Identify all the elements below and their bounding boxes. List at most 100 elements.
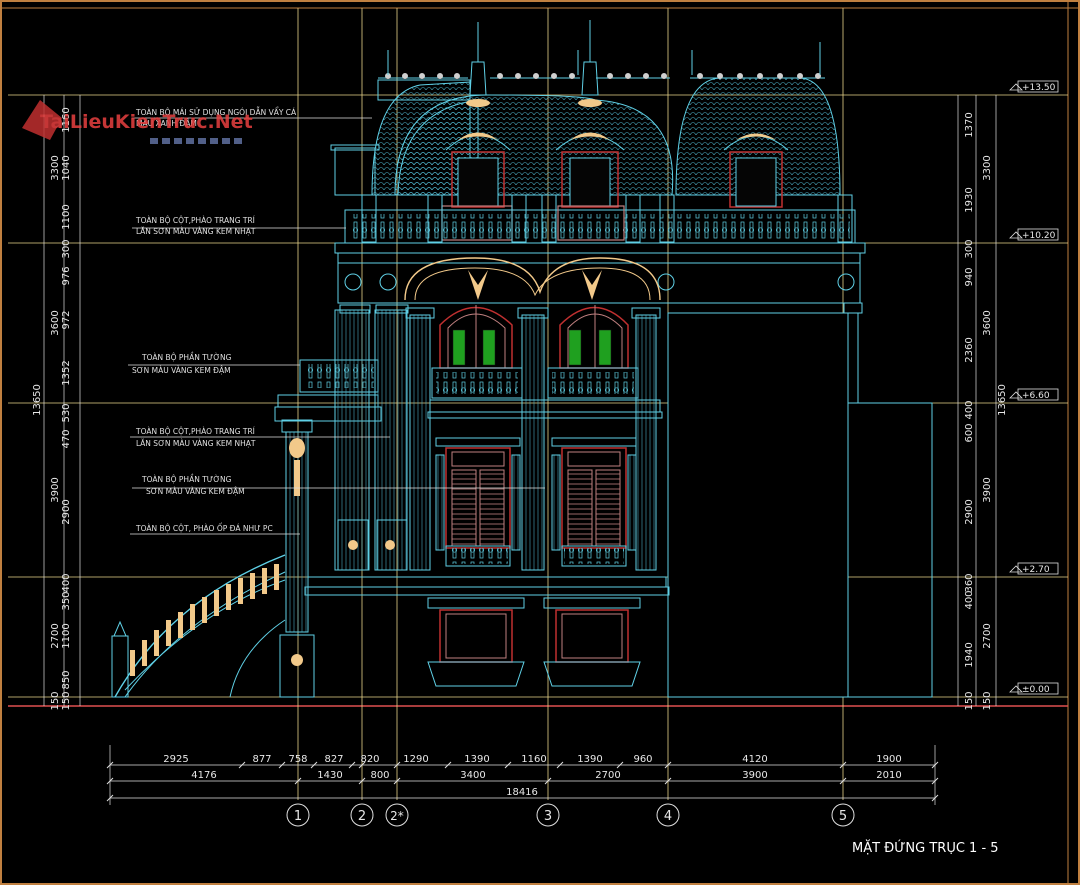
dim-bottom-2-0: 4176 <box>191 770 216 781</box>
axis-label-3: 3 <box>544 809 552 824</box>
dim-right-inner-9: 300 <box>964 239 975 258</box>
dim-left-mid-4: 3300 <box>50 155 61 180</box>
dim-bottom-1-6: 1390 <box>464 754 489 765</box>
dim-bottom-1-9: 960 <box>633 754 652 765</box>
left-dims-mid: 150 2700 3900 3600 3300 <box>50 155 61 710</box>
grid-axis-bubbles: 1 2 2* 3 4 5 <box>286 803 855 827</box>
dim-right-inner-8: 940 <box>964 267 975 286</box>
dim-right-inner-2: 400 <box>964 590 975 609</box>
dimension-tick <box>544 777 552 785</box>
dim-right-inner-4: 2900 <box>964 499 975 524</box>
bottom-dims-row2: 4176 1430 800 3400 2700 3900 2010 <box>191 770 901 781</box>
annotation-wall-3: TOÀN BỘ PHẦN TƯỜNG <box>141 474 232 484</box>
dim-left-inner-7: 530 <box>61 403 72 422</box>
dimension-tick <box>839 777 847 785</box>
dim-right-inner-5: 600 <box>964 423 975 442</box>
dim-bottom-1-1: 877 <box>252 754 271 765</box>
dim-bottom-2-1: 1430 <box>317 770 342 781</box>
axis-label-2: 2 <box>358 809 366 824</box>
dimension-tick <box>393 777 401 785</box>
dimension-tick <box>664 777 672 785</box>
dimension-ticks <box>106 761 939 802</box>
columns <box>405 307 661 571</box>
annotation-roof-1: TOÀN BỘ MÁI SỬ DỤNG NGÓI DẪN VẨY CÁ <box>135 107 297 117</box>
dim-left-inner-0: 150 <box>61 691 72 710</box>
dimension-tick <box>278 761 286 769</box>
dimension-tick <box>839 761 847 769</box>
annotation-column-1: TOÀN BỘ CỘT,PHÀO TRANG TRÍ <box>135 216 255 225</box>
dim-right-mid-3: 3600 <box>982 310 993 335</box>
axis-label-1: 1 <box>294 809 302 824</box>
upper-arched-windows <box>439 305 629 369</box>
dimension-tick <box>616 761 624 769</box>
dim-right-inner-6: 400 <box>964 400 975 419</box>
dim-left-mid-0: 150 <box>50 691 61 710</box>
level-660: +6.60 <box>1022 391 1050 401</box>
dim-left-inner-11: 300 <box>61 239 72 258</box>
dimension-tick <box>348 761 356 769</box>
dimension-tick <box>294 777 302 785</box>
dimension-lines <box>43 95 997 805</box>
dim-bottom-1-7: 1160 <box>521 754 546 765</box>
dormer-windows <box>445 132 789 208</box>
level-000: ±0.00 <box>1022 685 1050 695</box>
dim-left-inner-4: 400 <box>61 573 72 592</box>
dim-bottom-1-2: 758 <box>288 754 307 765</box>
dim-bottom-2-3: 3400 <box>460 770 485 781</box>
watermark-text: TaiLieuKienTruc.Net <box>40 111 253 133</box>
dimension-tick <box>106 761 114 769</box>
level-markers: +13.50 +10.20 +6.60 +2.70 ±0.00 <box>1009 80 1059 695</box>
dimension-tick <box>931 794 939 802</box>
dim-bottom-1-5: 1290 <box>403 754 428 765</box>
dim-right-mid-4: 3300 <box>982 155 993 180</box>
annotation-wall-1: TOÀN BỘ PHẦN TƯỜNG <box>141 352 232 362</box>
dim-right-inner-10: 1930 <box>964 187 975 212</box>
dim-bottom-2-4: 2700 <box>595 770 620 781</box>
left-dims-inner: 150 850 1100 350 400 2900 470 530 1352 9… <box>61 107 72 710</box>
dim-right-inner-1: 1940 <box>964 642 975 667</box>
building-elevation <box>111 20 933 698</box>
watermark-logo: TaiLieuKienTruc.Net <box>22 100 253 144</box>
annotation-wall-4: SƠN MÀU VÀNG KEM ĐẬM <box>146 487 245 496</box>
annotation-column-2: LĂN SƠN MÀU VÀNG KEM NHẠT <box>136 227 256 236</box>
dimension-tick <box>664 761 672 769</box>
dim-bottom-1-8: 1390 <box>577 754 602 765</box>
dim-bottom-1-4: 820 <box>360 754 379 765</box>
dim-right-total: 13650 <box>997 384 1008 416</box>
annotation-column-4: LĂN SƠN MÀU VÀNG KEM NHẠT <box>136 439 256 448</box>
dim-bottom-2-5: 3900 <box>742 770 767 781</box>
dimension-tick <box>238 761 246 769</box>
dim-right-inner-0: 150 <box>964 691 975 710</box>
dim-left-inner-1: 850 <box>61 670 72 689</box>
dim-left-inner-9: 972 <box>61 310 72 329</box>
dim-right-mid-0: 150 <box>982 691 993 710</box>
annotation-stone: TOÀN BỘ CỘT, PHÀO ỐP ĐÁ NHƯ PC <box>135 523 273 533</box>
dim-bottom-1-3: 827 <box>324 754 343 765</box>
dimension-tick <box>393 761 401 769</box>
dim-left-inner-2: 1100 <box>61 623 72 648</box>
dim-left-mid-2: 3900 <box>50 477 61 502</box>
dim-left-inner-13: 1040 <box>61 155 72 180</box>
dim-right-inner-11: 1370 <box>964 112 975 137</box>
dim-bottom-1-10: 4120 <box>742 754 767 765</box>
dim-left-mid-3: 3600 <box>50 310 61 335</box>
dimension-tick <box>931 761 939 769</box>
dim-bottom-total: 18416 <box>506 787 538 798</box>
dimension-tick <box>358 777 366 785</box>
dim-left-mid-1: 2700 <box>50 623 61 648</box>
annotation-leaders <box>128 117 545 535</box>
dimension-tick <box>504 761 512 769</box>
dim-bottom-2-2: 800 <box>370 770 389 781</box>
dim-left-inner-10: 976 <box>61 266 72 285</box>
dimension-tick <box>106 777 114 785</box>
basement-windows <box>427 597 641 687</box>
axis-label-4: 4 <box>664 809 672 824</box>
dimension-tick <box>106 794 114 802</box>
drawing-title: MẶT ĐỨNG TRỤC 1 - 5 <box>852 840 999 856</box>
dim-left-inner-14: 1160 <box>61 107 72 132</box>
dim-right-mid-1: 2700 <box>982 623 993 648</box>
annotation-roof-2: MÀU XANH ĐẬM <box>136 119 197 128</box>
annotation-wall-2: SƠN MÀU VÀNG KEM ĐẬM <box>132 366 231 375</box>
